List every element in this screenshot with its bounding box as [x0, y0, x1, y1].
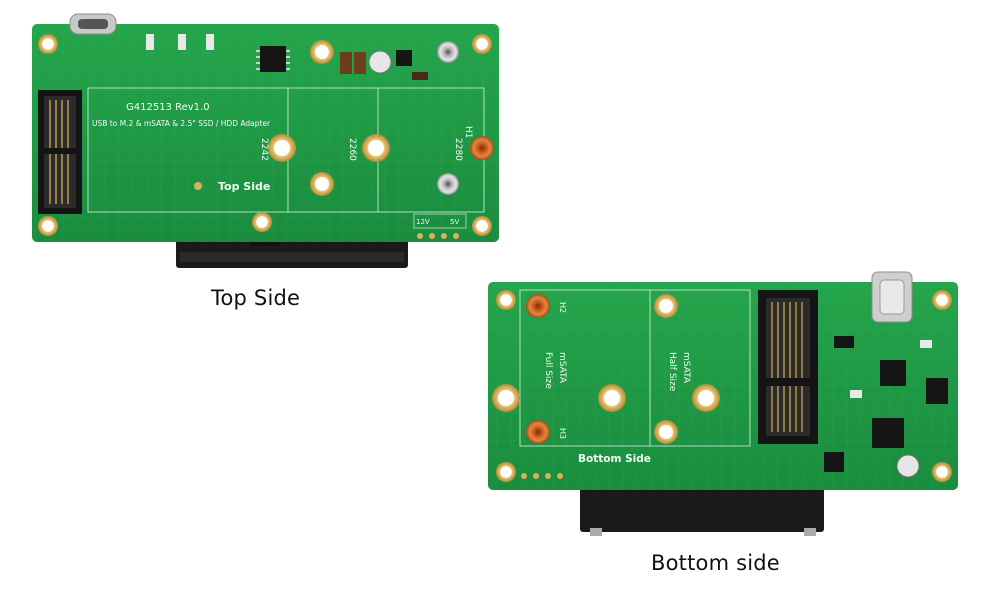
resistor	[206, 34, 214, 50]
msata-slot	[758, 290, 818, 444]
via	[194, 182, 202, 190]
msata-half-label: mSATA	[681, 352, 691, 384]
hole-label-h3: H3	[558, 428, 567, 439]
top-side-board: G412513 Rev1.0 USB to M.2 & mSATA & 2.5"…	[32, 13, 499, 268]
msata-full-size-label: Full Size	[543, 352, 553, 389]
mount-hole	[654, 420, 678, 444]
mount-hole	[492, 384, 520, 412]
mount-hole	[472, 34, 492, 54]
mount-hole-2242	[268, 134, 296, 162]
capacitor	[354, 52, 366, 74]
ic-chip	[872, 418, 904, 448]
ic-chip	[256, 46, 290, 72]
hole-label-h1: H1	[463, 126, 473, 139]
bottom-side-board: Bottom Side mSATA Full Size mSATA Half S…	[488, 271, 958, 536]
mount-hole	[252, 212, 272, 232]
resistor	[412, 72, 428, 80]
mount-hole	[598, 384, 626, 412]
resistor	[850, 390, 862, 398]
power-label-5v: 5V	[450, 218, 459, 226]
mount-hole	[38, 34, 58, 54]
resistor	[920, 340, 932, 348]
mount-hole	[310, 40, 334, 64]
inductor	[896, 454, 920, 478]
copper-standoff-h2	[526, 294, 550, 318]
mount-hole	[310, 172, 334, 196]
mount-hole	[38, 216, 58, 236]
capacitor	[340, 52, 352, 74]
steel-standoff	[437, 41, 459, 63]
slot-label-2242: 2242	[259, 138, 269, 161]
slot-label-2260: 2260	[347, 138, 357, 161]
mount-hole-2260	[362, 134, 390, 162]
ic-small	[824, 452, 844, 472]
mount-hole	[496, 290, 516, 310]
mount-hole	[692, 384, 720, 412]
power-header	[413, 213, 467, 239]
msata-half-size-label: Half Size	[667, 352, 677, 392]
slot-label-2280: 2280	[453, 138, 463, 161]
mount-hole	[654, 294, 678, 318]
m2-slot	[38, 90, 82, 214]
usb-c-port-bottom	[871, 271, 913, 323]
resistor	[146, 34, 154, 50]
mount-hole	[472, 216, 492, 236]
inductor	[368, 50, 392, 74]
ic-small	[396, 50, 412, 66]
mount-hole	[932, 462, 952, 482]
copper-standoff-h3	[526, 420, 550, 444]
usb-c-port-top	[69, 13, 117, 35]
bottom-side-caption: Bottom side	[651, 551, 780, 575]
ic-small	[834, 336, 854, 348]
msata-full-label: mSATA	[557, 352, 567, 384]
copper-standoff-h1	[470, 136, 494, 160]
ic-chip	[926, 378, 948, 404]
ic-chip	[880, 360, 906, 386]
power-label-12v: 12V	[416, 218, 430, 226]
board-model-label: G412513 Rev1.0	[126, 102, 210, 113]
bottom-side-silk-label: Bottom Side	[578, 453, 651, 465]
mount-hole	[932, 290, 952, 310]
top-side-silk-label: Top Side	[218, 180, 270, 193]
hole-label-h2: H2	[558, 302, 567, 313]
mount-hole	[496, 462, 516, 482]
top-side-caption: Top Side	[211, 286, 301, 310]
board-description-label: USB to M.2 & mSATA & 2.5" SSD / HDD Adap…	[92, 119, 271, 128]
resistor	[178, 34, 186, 50]
pin-pads	[521, 473, 563, 479]
steel-standoff	[437, 173, 459, 195]
